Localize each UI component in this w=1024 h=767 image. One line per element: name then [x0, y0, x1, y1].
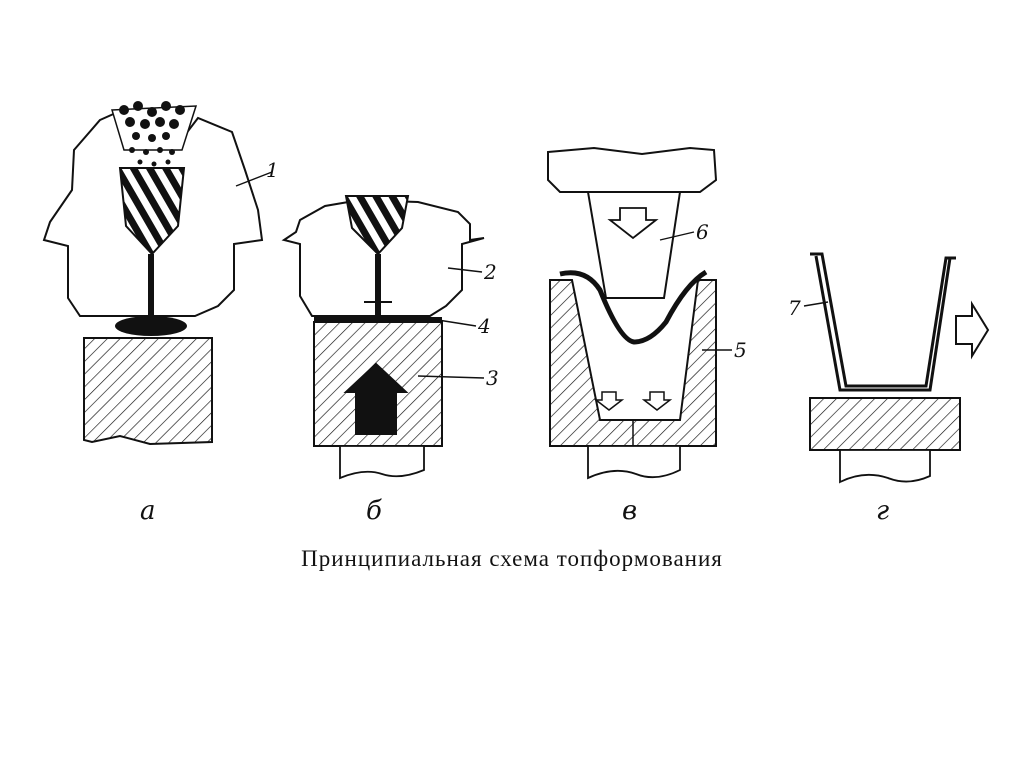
label-1: 1: [266, 158, 279, 182]
up-arrow: [343, 362, 409, 435]
plastic-sheet-4: [314, 317, 442, 322]
label-6: 6: [696, 220, 709, 244]
nozzle-b: [375, 254, 381, 318]
ram-g: [839, 449, 931, 484]
label-4: 4: [478, 314, 491, 338]
stage-label-v: в: [622, 496, 638, 526]
figure-caption: Принципиальная схема топформования: [301, 546, 723, 571]
leader-3: [417, 375, 485, 379]
formed-cup-7: [810, 252, 956, 388]
leader-2: [447, 267, 483, 273]
screw-a: [118, 167, 186, 256]
label-2: 2: [484, 260, 497, 284]
formed-sheet: [559, 269, 708, 345]
stage-b: [281, 195, 485, 480]
stage-label-g: г: [876, 496, 890, 526]
leader-1: [235, 171, 273, 187]
nozzle-a: [148, 254, 154, 316]
extruder-head-2: [281, 198, 485, 317]
down-arrow-right: [641, 391, 673, 411]
label-3: 3: [486, 366, 499, 390]
leader-6: [659, 231, 695, 241]
upper-platen: [547, 146, 718, 193]
eject-arrow: [955, 300, 990, 360]
label-5: 5: [734, 338, 747, 362]
plug-6: [586, 191, 682, 299]
label-7: 7: [788, 296, 801, 320]
down-arrow-plug: [607, 207, 659, 240]
down-arrow-left: [593, 391, 625, 411]
stage-label-a: а: [140, 496, 156, 526]
stage-g: [803, 252, 990, 484]
formed-cup-7-inner: [814, 255, 952, 392]
screw-b: [344, 195, 410, 256]
leader-7: [803, 301, 829, 307]
stage-v: [547, 146, 732, 480]
table-g: [809, 397, 961, 451]
stage-a: [42, 101, 273, 446]
ram-v: [587, 445, 681, 480]
granules: [119, 101, 185, 167]
leader-4: [437, 319, 477, 327]
melt-blob: [115, 316, 187, 336]
mold-block-a: [83, 337, 213, 446]
ram-b: [339, 445, 425, 480]
stage-label-b: б: [366, 496, 382, 526]
